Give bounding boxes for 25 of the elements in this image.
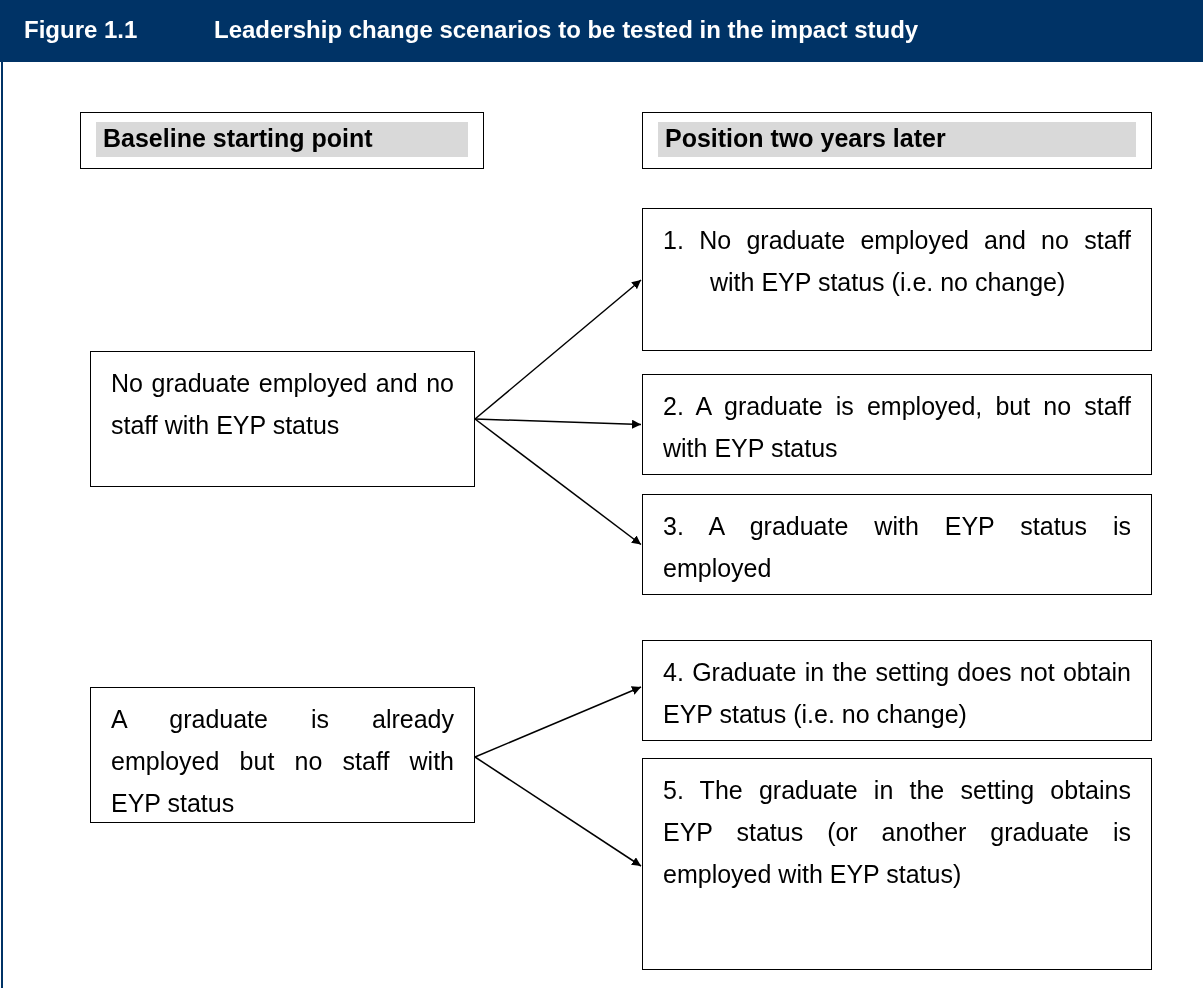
scenario-box: [90, 351, 475, 487]
scenario-box: [642, 640, 1152, 741]
scenario-text: 3. A graduate with EYP status is employed: [663, 511, 1131, 584]
scenario-box: [642, 374, 1152, 475]
figure-title: Leadership change scenarios to be tested in the impact study: [214, 16, 919, 44]
arrow: [474, 418, 642, 429]
figure-number: Figure 1.1: [24, 16, 138, 44]
scenario-text: 4. Graduate in the setting does not obtain EYP status (i.e. no change): [663, 657, 1131, 730]
scenario-text: 2. A graduate is employed, but no staff with EYP status: [663, 391, 1131, 464]
arrow: [474, 418, 642, 546]
arrow: [474, 756, 642, 867]
scenario-box: [642, 758, 1152, 970]
scenario-box: [642, 494, 1152, 595]
column-header-box: [80, 112, 484, 169]
scenario-text: No graduate employed and no staff with EYP status: [111, 368, 454, 441]
column-header: Baseline starting point: [96, 122, 468, 157]
column-header: Position two years later: [658, 122, 1136, 157]
scenario-text: 5. The graduate in the setting obtains EYP status (or another graduate is employed with EYP status): [663, 775, 1131, 890]
scenario-text: A graduate is already employed but no staff with EYP status: [111, 704, 454, 819]
arrow: [474, 279, 642, 420]
arrow: [474, 686, 642, 758]
scenario-box: [90, 687, 475, 823]
column-header-box: [642, 112, 1152, 169]
scenario-text: 1. No graduate employed and no staff with EYP status (i.e. no change): [663, 225, 1131, 298]
scenario-box: [642, 208, 1152, 351]
